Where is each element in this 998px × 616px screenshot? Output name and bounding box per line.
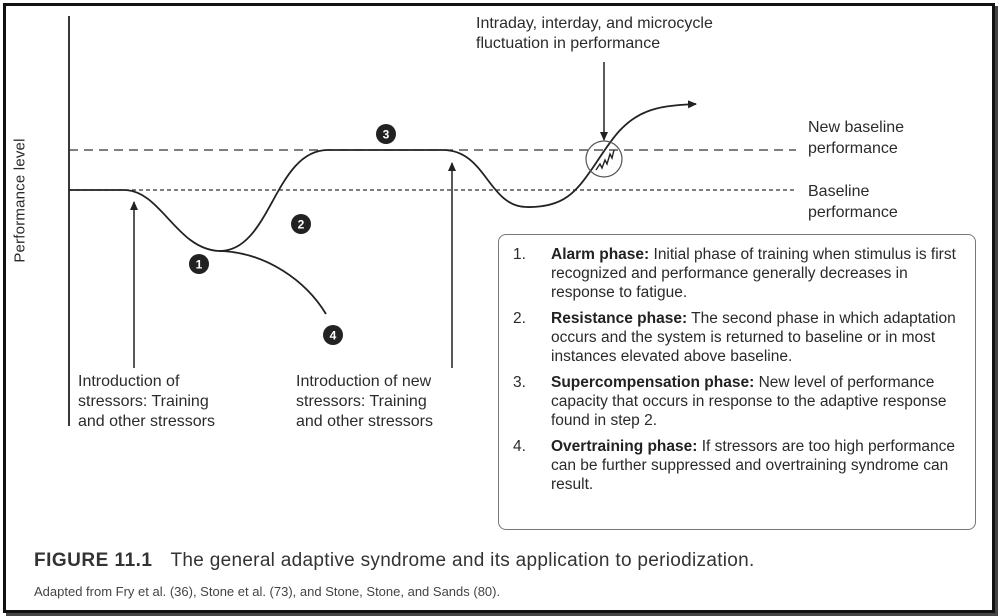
figure-caption-text: The general adaptive syndrome and its ap… (170, 550, 755, 571)
phase-number: 1. (513, 246, 526, 263)
fluctuation-squiggle (595, 149, 615, 171)
new-baseline-label-line2: performance (808, 140, 898, 157)
marker-4-text: 4 (330, 329, 337, 343)
figure-source: Adapted from Fry et al. (36), Stone et a… (34, 584, 501, 599)
phase-name: Alarm phase: (551, 246, 650, 263)
marker-3: 3 (376, 124, 396, 144)
adaptation-diagram: 1 2 3 4 (68, 16, 796, 426)
phase-item-supercompensation: 3. Supercompensation phase: New level of… (507, 373, 965, 430)
intro-left-line3: and other stressors (78, 413, 215, 430)
phase-name: Supercompensation phase: (551, 374, 755, 391)
marker-4: 4 (323, 325, 343, 345)
phase-name: Overtraining phase: (551, 438, 698, 455)
fluctuation-note-line2: fluctuation in performance (476, 35, 661, 52)
phase-number: 3. (513, 374, 526, 391)
marker-1-text: 1 (196, 258, 203, 272)
intro-right-line2: stressors: Training (296, 393, 427, 410)
figure-frame: 1 2 3 4 Performance level Intraday, inte… (3, 3, 995, 613)
intro-left-line2: stressors: Training (78, 393, 209, 410)
phase-description: New level of performance capacity that o… (551, 374, 947, 429)
fluctuation-note-line1: Intraday, interday, and microcycle (476, 15, 713, 32)
marker-2: 2 (291, 214, 311, 234)
phase-name: Resistance phase: (551, 310, 688, 327)
phase-legend: 1. Alarm phase: Initial phase of trainin… (498, 234, 976, 530)
performance-curve (69, 111, 647, 252)
baseline-label-line2: performance (808, 204, 898, 221)
overtraining-curve (218, 250, 327, 315)
phase-item-resistance: 2. Resistance phase: The second phase in… (507, 309, 965, 366)
fluctuation-circle (585, 140, 623, 178)
figure-label: FIGURE 11.1 (34, 550, 153, 571)
curve-end-arrow (645, 100, 697, 113)
intro-left-line1: Introduction of (78, 373, 180, 390)
baseline-label-line1: Baseline (808, 183, 870, 200)
new-baseline-label-line1: New baseline (808, 119, 905, 136)
phase-number: 4. (513, 438, 526, 455)
marker-2-text: 2 (298, 218, 305, 232)
figure-caption: FIGURE 11.1 The general adaptive syndrome… (34, 550, 755, 572)
phase-description: Initial phase of training when stimulus … (551, 246, 956, 301)
marker-1: 1 (189, 254, 209, 274)
phase-item-overtraining: 4. Overtraining phase: If stressors are … (507, 437, 965, 494)
intro-right-line1: Introduction of new (296, 373, 432, 390)
intro-right-line3: and other stressors (296, 413, 433, 430)
phase-item-alarm: 1. Alarm phase: Initial phase of trainin… (507, 245, 965, 302)
marker-3-text: 3 (383, 128, 390, 142)
phase-description: The second phase in which adaptation occ… (551, 310, 956, 365)
phase-number: 2. (513, 310, 526, 327)
phase-description: If stressors are too high performance ca… (551, 438, 956, 493)
y-axis-label: Performance level (11, 138, 29, 263)
